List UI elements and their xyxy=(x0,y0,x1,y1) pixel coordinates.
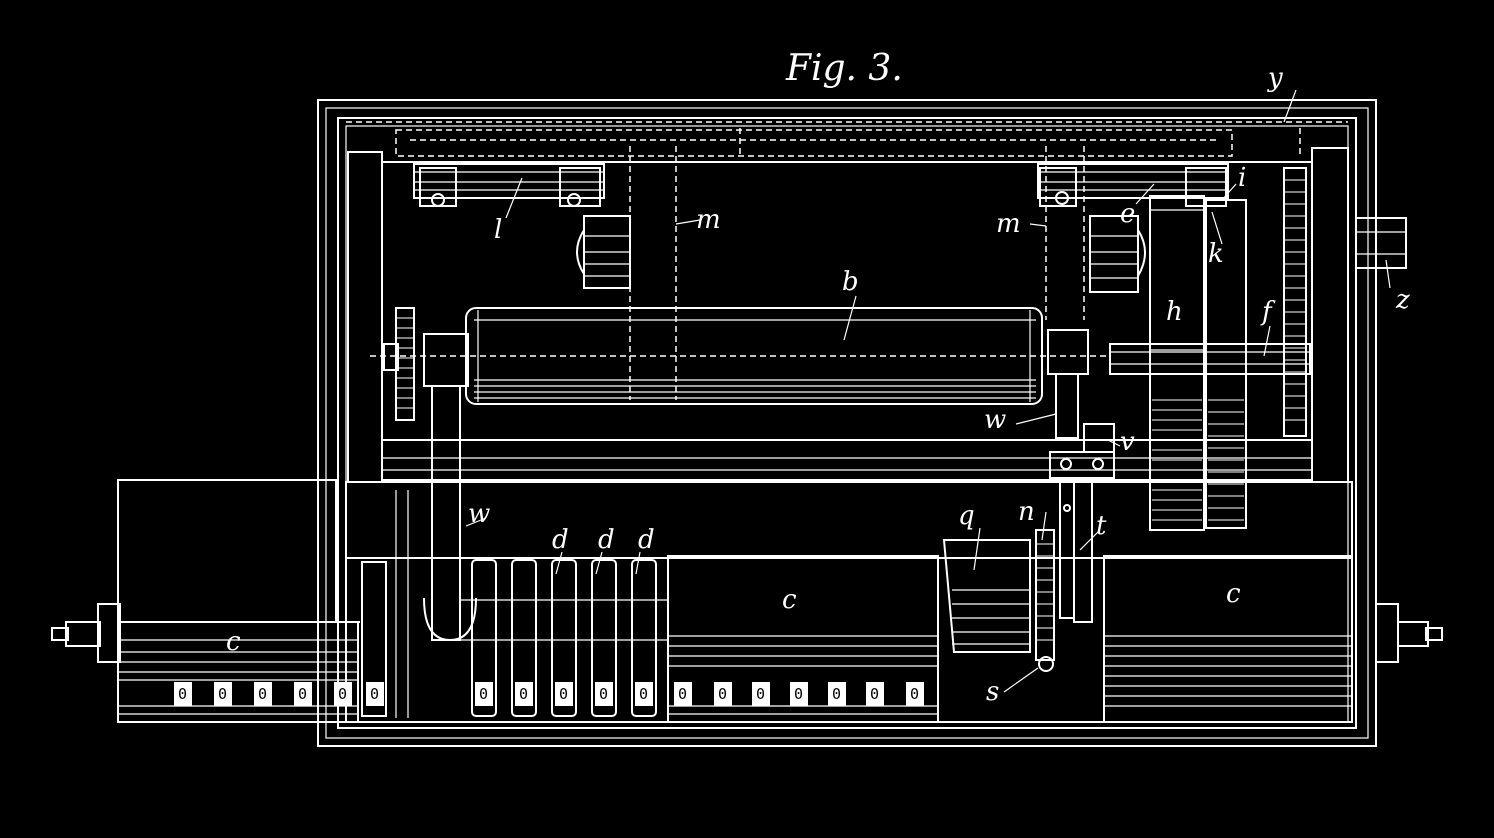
counting-wheels xyxy=(460,559,668,717)
slide-t xyxy=(1059,477,1093,623)
label-c-mid: c xyxy=(782,585,797,615)
digit-cell: 0 xyxy=(174,682,192,706)
digit-cell: 0 xyxy=(752,682,770,706)
digit: 0 xyxy=(338,685,347,703)
digit: 0 xyxy=(599,685,608,703)
right-axle xyxy=(1375,603,1443,663)
digit-cell: 0 xyxy=(254,682,272,706)
digit-row-mid: 0 0 0 0 0 0 0 xyxy=(674,682,924,706)
label-e: e xyxy=(1120,199,1135,229)
label-d1: d xyxy=(552,525,569,555)
digit-cell: 0 xyxy=(828,682,846,706)
label-m-left: m xyxy=(696,205,721,235)
pulley-right xyxy=(1089,215,1146,293)
gear-f xyxy=(1283,167,1307,437)
label-c-right: c xyxy=(1226,579,1241,609)
label-q: q xyxy=(958,501,975,531)
digit: 0 xyxy=(178,685,187,703)
label-m-right: m xyxy=(996,209,1021,239)
digit-cell: 0 xyxy=(906,682,924,706)
label-w-left: w xyxy=(468,499,490,529)
digit-cell: 0 xyxy=(366,682,384,706)
digit-cell: 0 xyxy=(866,682,884,706)
digit-row-wheels: 0 0 0 0 0 xyxy=(475,682,653,706)
label-k: k xyxy=(1208,239,1224,269)
label-n: n xyxy=(1018,497,1035,527)
digit: 0 xyxy=(298,685,307,703)
digit: 0 xyxy=(832,685,841,703)
digit-cell: 0 xyxy=(714,682,732,706)
label-d3: d xyxy=(638,525,655,555)
rail-l xyxy=(413,163,605,207)
label-y: y xyxy=(1267,63,1283,93)
gear-h xyxy=(1149,195,1205,531)
lever-w-left xyxy=(423,333,477,642)
digit: 0 xyxy=(870,685,879,703)
digit: 0 xyxy=(910,685,919,703)
gear-shaft xyxy=(1109,343,1311,375)
top-guide-bar xyxy=(395,128,1301,158)
digit: 0 xyxy=(756,685,765,703)
left-gear xyxy=(383,307,415,421)
lever-w-right xyxy=(1047,329,1115,479)
digit-cell: 0 xyxy=(334,682,352,706)
digit: 0 xyxy=(718,685,727,703)
rack-n xyxy=(1035,529,1055,672)
digit-cell: 0 xyxy=(674,682,692,706)
cylinder-b xyxy=(370,307,1110,405)
digit-cell: 0 xyxy=(595,682,613,706)
label-b: b xyxy=(842,267,859,297)
label-h: h xyxy=(1166,297,1183,327)
pulley-left xyxy=(576,215,631,289)
label-l: l xyxy=(494,215,502,245)
outer-casing xyxy=(317,99,1377,747)
digit: 0 xyxy=(479,685,488,703)
cam-q xyxy=(942,539,1031,653)
digit: 0 xyxy=(794,685,803,703)
counter-block-left xyxy=(117,621,359,723)
label-t: t xyxy=(1096,511,1107,541)
label-f: f xyxy=(1260,297,1276,327)
left-axle xyxy=(51,603,121,663)
label-z: z xyxy=(1395,285,1410,315)
digit-cell: 0 xyxy=(555,682,573,706)
figure-title: Fig. 3. xyxy=(785,48,903,89)
digit-cell: 0 xyxy=(475,682,493,706)
label-s: s xyxy=(986,677,999,707)
reference-labels: y l m m e i k z b h f w w v d d d q n t … xyxy=(226,63,1410,707)
label-v: v xyxy=(1120,427,1135,457)
digit-cell: 0 xyxy=(214,682,232,706)
wheel-single xyxy=(361,490,409,718)
rods-m xyxy=(629,146,1085,400)
digit-cell: 0 xyxy=(790,682,808,706)
label-w-mid: w xyxy=(984,405,1006,435)
leader-lines xyxy=(465,89,1391,693)
digit-cell: 0 xyxy=(515,682,533,706)
digit: 0 xyxy=(258,685,267,703)
digit: 0 xyxy=(218,685,227,703)
digit-row-left: 0 0 0 0 0 0 xyxy=(174,682,384,706)
rail-e xyxy=(1037,163,1229,207)
digit-cell: 0 xyxy=(635,682,653,706)
shaft-end-z xyxy=(1355,217,1407,269)
digit: 0 xyxy=(370,685,379,703)
label-i: i xyxy=(1238,163,1246,193)
label-d2: d xyxy=(598,525,615,555)
label-c-left: c xyxy=(226,627,241,657)
digit: 0 xyxy=(559,685,568,703)
counter-block-right xyxy=(1103,555,1353,723)
digit: 0 xyxy=(519,685,528,703)
digit-cell: 0 xyxy=(294,682,312,706)
digit: 0 xyxy=(639,685,648,703)
digit: 0 xyxy=(678,685,687,703)
